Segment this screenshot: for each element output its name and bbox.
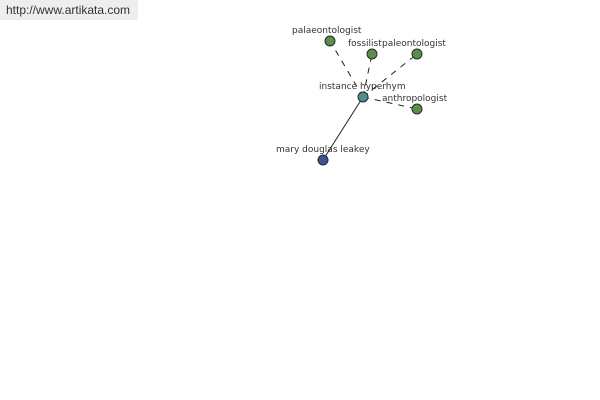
edge-hyperhym-to-root <box>322 96 364 161</box>
label-anthropologist: anthropologist <box>382 94 448 104</box>
node-palaeontologist[interactable] <box>324 35 336 47</box>
edge-hyperhym-to-anthropologist <box>362 96 418 110</box>
label-mary-douglas-leakey: mary douglas leakey <box>276 145 370 155</box>
node-fossilist[interactable] <box>366 48 378 60</box>
node-anthropologist[interactable] <box>411 103 423 115</box>
edge-hyperhym-to-fossilist <box>362 53 373 98</box>
node-instance-hyperhym[interactable] <box>357 91 369 103</box>
source-url[interactable]: http://www.artikata.com <box>0 0 138 20</box>
node-mary-douglas-leakey[interactable] <box>317 154 329 166</box>
label-palaeontologist: palaeontologist <box>292 26 362 36</box>
label-instance-hyperhym: instance hyperhym <box>319 82 406 92</box>
node-paleontologist[interactable] <box>411 48 423 60</box>
label-fossilist: fossilist <box>348 39 382 49</box>
label-paleontologist: paleontologist <box>382 39 446 49</box>
